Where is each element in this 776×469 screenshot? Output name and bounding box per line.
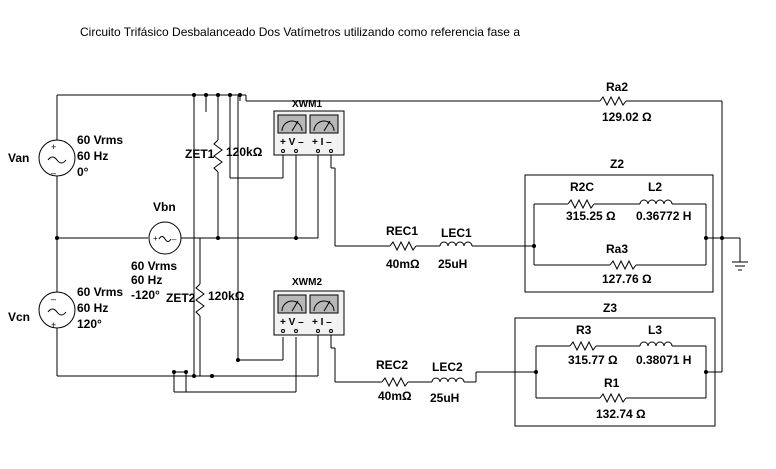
l3-value: 0.38071 H	[636, 353, 691, 367]
l2-value: 0.36772 H	[636, 209, 691, 223]
vcn-frequency: 60 Hz	[77, 301, 108, 315]
l3-inductor[interactable]	[639, 341, 673, 347]
lec2-value: 25uH	[430, 391, 459, 405]
zet1-resistor[interactable]	[213, 139, 223, 173]
xwm1-name: XWM1	[292, 99, 322, 110]
rec2-name: REC2	[376, 358, 408, 372]
diagram-title: Circuito Trifásico Desbalanceado Dos Vat…	[80, 25, 520, 39]
rec1-resistor[interactable]	[389, 240, 417, 252]
xwm1-v-label: + V –	[280, 137, 304, 148]
xwm2-name: XWM2	[292, 277, 322, 288]
ra2-value: 129.02 Ω	[602, 110, 652, 124]
rec1-value: 40mΩ	[386, 257, 420, 271]
lec2-name: LEC2	[432, 360, 463, 374]
lec1-inductor[interactable]	[439, 241, 473, 247]
vbn-name: Vbn	[153, 200, 176, 214]
vcn-name: Vcn	[8, 310, 30, 324]
lec2-inductor[interactable]	[431, 377, 465, 383]
ra3-resistor[interactable]	[609, 259, 637, 271]
zet2-name: ZET2	[166, 291, 196, 305]
wattmeter-xwm2[interactable]	[273, 290, 345, 336]
svg-text:–: –	[51, 294, 56, 304]
z2-name: Z2	[610, 157, 624, 171]
zet2-resistor[interactable]	[195, 283, 205, 317]
xwm2-v-label: + V –	[280, 317, 304, 328]
wattmeter-xwm1[interactable]	[273, 110, 345, 156]
vbn-voltage: 60 Vrms	[131, 259, 177, 273]
r1-resistor[interactable]	[599, 392, 627, 404]
lec1-name: LEC1	[441, 226, 472, 240]
xwm1-i-label: + I –	[312, 137, 332, 148]
r2c-resistor[interactable]	[567, 198, 595, 210]
van-frequency: 60 Hz	[77, 149, 108, 163]
r3-resistor[interactable]	[569, 340, 597, 352]
l3-name: L3	[648, 323, 662, 337]
zet1-value: 120kΩ	[226, 145, 263, 159]
vcn-phase: 120°	[77, 317, 102, 331]
rec2-value: 40mΩ	[378, 389, 412, 403]
vcn-voltage: 60 Vrms	[77, 285, 123, 299]
svg-text:–: –	[172, 235, 177, 244]
z3-name: Z3	[603, 301, 617, 315]
lec1-value: 25uH	[438, 257, 467, 271]
xwm2-i-label: + I –	[312, 317, 332, 328]
ra2-name: Ra2	[606, 80, 628, 94]
ra3-name: Ra3	[606, 242, 628, 256]
r1-value: 132.74 Ω	[596, 407, 646, 421]
ground-symbol	[732, 261, 748, 271]
ra2-resistor[interactable]	[599, 95, 627, 107]
r1-name: R1	[604, 376, 620, 390]
rec1-name: REC1	[386, 224, 418, 238]
ra3-value: 127.76 Ω	[602, 272, 652, 286]
r3-value: 315.77 Ω	[568, 353, 618, 367]
r3-name: R3	[576, 323, 592, 337]
svg-text:–: –	[51, 168, 56, 178]
source-vbn[interactable]: + –	[148, 221, 182, 255]
vbn-phase: -120°	[131, 288, 160, 302]
svg-text:+: +	[51, 320, 56, 330]
source-vcn[interactable]: – +	[38, 238, 76, 376]
r2c-name: R2C	[570, 180, 594, 194]
van-name: Van	[8, 151, 29, 165]
zet2-value: 120kΩ	[208, 289, 245, 303]
z2-enclosure	[524, 174, 714, 293]
l2-name: L2	[648, 180, 662, 194]
van-voltage: 60 Vrms	[77, 133, 123, 147]
l2-inductor[interactable]	[639, 199, 673, 205]
vbn-frequency: 60 Hz	[131, 273, 162, 287]
rec2-resistor[interactable]	[381, 376, 409, 388]
svg-text:+: +	[51, 142, 56, 152]
van-phase: 0°	[77, 165, 89, 179]
r2c-value: 315.25 Ω	[566, 209, 616, 223]
zet1-name: ZET1	[185, 147, 215, 161]
svg-text:+: +	[153, 234, 158, 243]
source-van[interactable]: + –	[38, 95, 76, 238]
